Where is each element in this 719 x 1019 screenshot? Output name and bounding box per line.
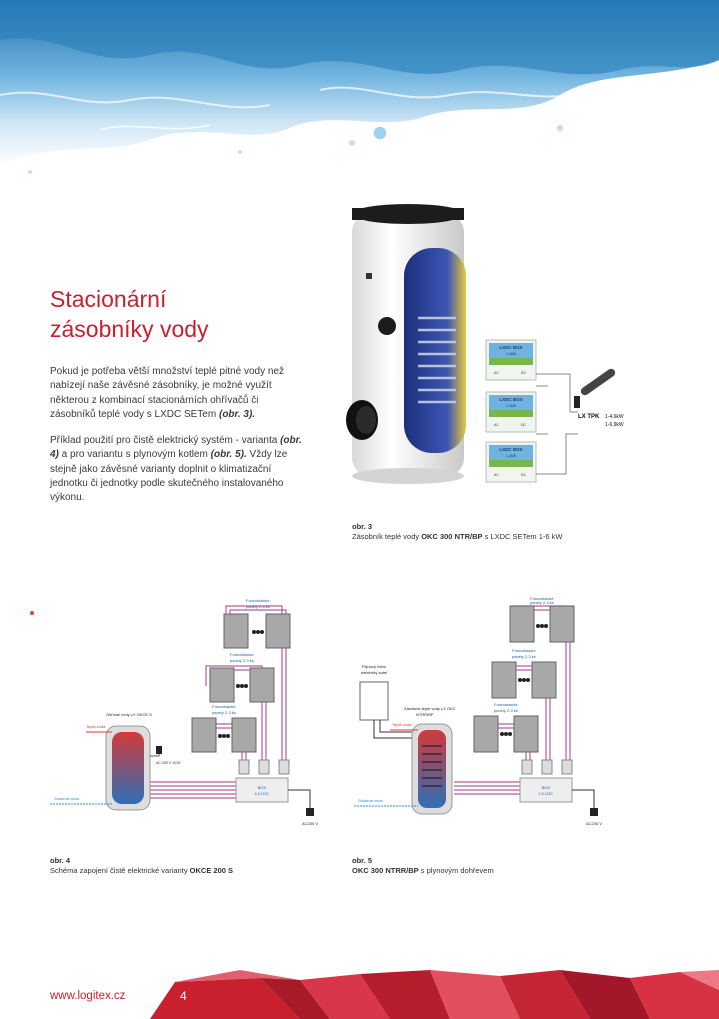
svg-text:panely 2-3 ks: panely 2-3 ks — [512, 654, 536, 659]
figure-5-model: OKC 300 NTRR/BP — [352, 866, 419, 875]
svg-text:1-6,9kW: 1-6,9kW — [605, 422, 624, 428]
ldc-box-3: LXDC BOX 1-2kW AC DC — [485, 441, 537, 483]
svg-text:panely 2-3 ks: panely 2-3 ks — [530, 600, 554, 605]
svg-text:LX LDC: LX LDC — [255, 791, 269, 796]
paragraph-2: Příklad použití pro čistě elektrický sys… — [50, 435, 302, 504]
pv-panels-bottom: Fotovoltaické panely 2-3 ks — [473, 702, 539, 753]
figure-5-caption: obr. 5 OKC 300 NTRR/BP s plynovým dohřev… — [352, 856, 494, 875]
svg-text:Zásobník teplé vody LX OKC: Zásobník teplé vody LX OKC — [404, 706, 456, 711]
svg-text:1-2kW: 1-2kW — [506, 404, 517, 408]
svg-text:LXDC BOX: LXDC BOX — [499, 447, 522, 452]
svg-text:Fotovoltaické: Fotovoltaické — [246, 598, 270, 603]
intro-text: Pokud je potřeba větší množství teplé pi… — [50, 365, 306, 518]
figure-4-caption: obr. 4 Schéma zapojení čistě elektrické … — [50, 856, 234, 875]
bullet-dot — [30, 611, 34, 615]
svg-text:1-4,6kW: 1-4,6kW — [605, 414, 624, 420]
fuse-boxes — [238, 759, 290, 775]
schema-figure-5: Fotovoltaické panely 2-3 ks Fotovoltaick… — [354, 596, 614, 831]
svg-text:Fotovoltaické: Fotovoltaické — [512, 648, 536, 653]
figure-4-number: obr. 4 — [50, 856, 71, 865]
water-banner — [0, 0, 719, 195]
svg-text:DC: DC — [521, 371, 527, 375]
svg-text:1-2kW: 1-2kW — [506, 454, 517, 458]
figure-4-model: OKCE 200 S — [189, 866, 234, 875]
page-title: Stacionární zásobníky vody — [50, 284, 310, 344]
svg-text:Fotovoltaické: Fotovoltaické — [212, 704, 236, 709]
pv-panels-middle: Fotovoltaické panely 2-3 ks — [209, 652, 275, 703]
storage-tank: Zásobník teplé vody LX OKC NTRR/BP — [404, 706, 456, 815]
pv-panels-middle: Fotovoltaické panely 2-3 ks — [491, 648, 557, 699]
svg-text:Ohřívač vody LX OKCE S: Ohřívač vody LX OKCE S — [106, 712, 152, 717]
paragraph-1: Pokud je potřeba větší množství teplé pi… — [50, 366, 285, 420]
website-link[interactable]: www.logitex.cz — [50, 990, 126, 1002]
title-line-2: zásobníky vody — [50, 316, 209, 342]
svg-text:panely 2-3 ks: panely 2-3 ks — [494, 708, 518, 713]
ldc-box-2: LXDC BOX 1-2kW AC DC — [485, 391, 537, 433]
schema-figure-4: Fotovoltaické panely 2-3 ks Fotovoltaick… — [46, 596, 326, 831]
svg-text:LX TPK: LX TPK — [578, 414, 600, 420]
svg-text:Teplá voda: Teplá voda — [392, 722, 412, 727]
svg-text:Plynový nebo: Plynový nebo — [362, 664, 387, 669]
pv-panels-top: Fotovoltaické panely 2-3 ks — [509, 596, 575, 643]
svg-text:LXDC BOX: LXDC BOX — [499, 345, 522, 350]
page-number: 4 — [180, 989, 187, 1003]
svg-text:AC: AC — [494, 423, 499, 427]
pv-panels-top: Fotovoltaické panely 2-3 ks — [223, 598, 291, 649]
svg-text:Fotovoltaické: Fotovoltaické — [230, 652, 254, 657]
fuse-boxes — [521, 759, 573, 775]
pv-panels-bottom: Fotovoltaické panely 2-3 ks — [191, 704, 257, 753]
svg-text:Studená voda: Studená voda — [358, 798, 383, 803]
boiler-tank: Ohřívač vody LX OKCE S — [105, 712, 152, 811]
figure-ref-3: (obr. 3). — [218, 408, 256, 420]
svg-text:Fotovoltaické: Fotovoltaické — [530, 596, 554, 601]
svg-text:AC230 V: AC230 V — [586, 821, 602, 826]
svg-text:Studená voda: Studená voda — [54, 796, 79, 801]
svg-text:elektrický kotel: elektrický kotel — [361, 670, 387, 675]
title-line-1: Stacionární — [50, 286, 167, 312]
ldc-box-1: LXDC BOX 1-2kW AC DC — [485, 339, 537, 381]
svg-text:Teplá voda: Teplá voda — [86, 724, 106, 729]
figure-ref-4: (obr. 4) — [50, 435, 302, 461]
svg-text:LXDC BOX: LXDC BOX — [499, 397, 522, 402]
svg-text:AC230 V: AC230 V — [302, 821, 318, 826]
svg-text:Fotovoltaické: Fotovoltaické — [494, 702, 518, 707]
figure-3-number: obr. 3 — [352, 522, 373, 531]
svg-text:DC: DC — [521, 423, 527, 427]
figure-3-model: OKC 300 NTR/BP — [421, 532, 483, 541]
figure-ref-5: (obr. 5). — [210, 449, 247, 461]
svg-text:AC: AC — [494, 371, 499, 375]
svg-text:BOX: BOX — [258, 785, 267, 790]
svg-text:panely 2-3 ks: panely 2-3 ks — [230, 658, 254, 663]
ldc-set-diagram: LXDC BOX 1-2kW AC DC LXDC BOX 1-2kW AC D… — [478, 334, 638, 490]
figure-3-caption: obr. 3 Zásobník teplé vody OKC 300 NTR/B… — [352, 522, 563, 541]
svg-text:BOX: BOX — [542, 785, 551, 790]
footer-band — [0, 970, 719, 1019]
svg-text:AC: AC — [494, 473, 499, 477]
svg-text:DC: DC — [521, 473, 527, 477]
svg-text:AC 230 V, KOO: AC 230 V, KOO — [156, 761, 181, 765]
svg-text:panely 2-3 ks: panely 2-3 ks — [246, 604, 270, 609]
svg-text:panely 2-3 ks: panely 2-3 ks — [212, 710, 236, 715]
svg-text:1-2kW: 1-2kW — [506, 352, 517, 356]
figure-5-number: obr. 5 — [352, 856, 373, 865]
gas-boiler: Plynový nebo elektrický kotel — [359, 664, 389, 721]
water-tank-image — [340, 198, 480, 488]
svg-text:NTRR/BP: NTRR/BP — [416, 712, 434, 717]
svg-text:LX LDC: LX LDC — [539, 791, 553, 796]
